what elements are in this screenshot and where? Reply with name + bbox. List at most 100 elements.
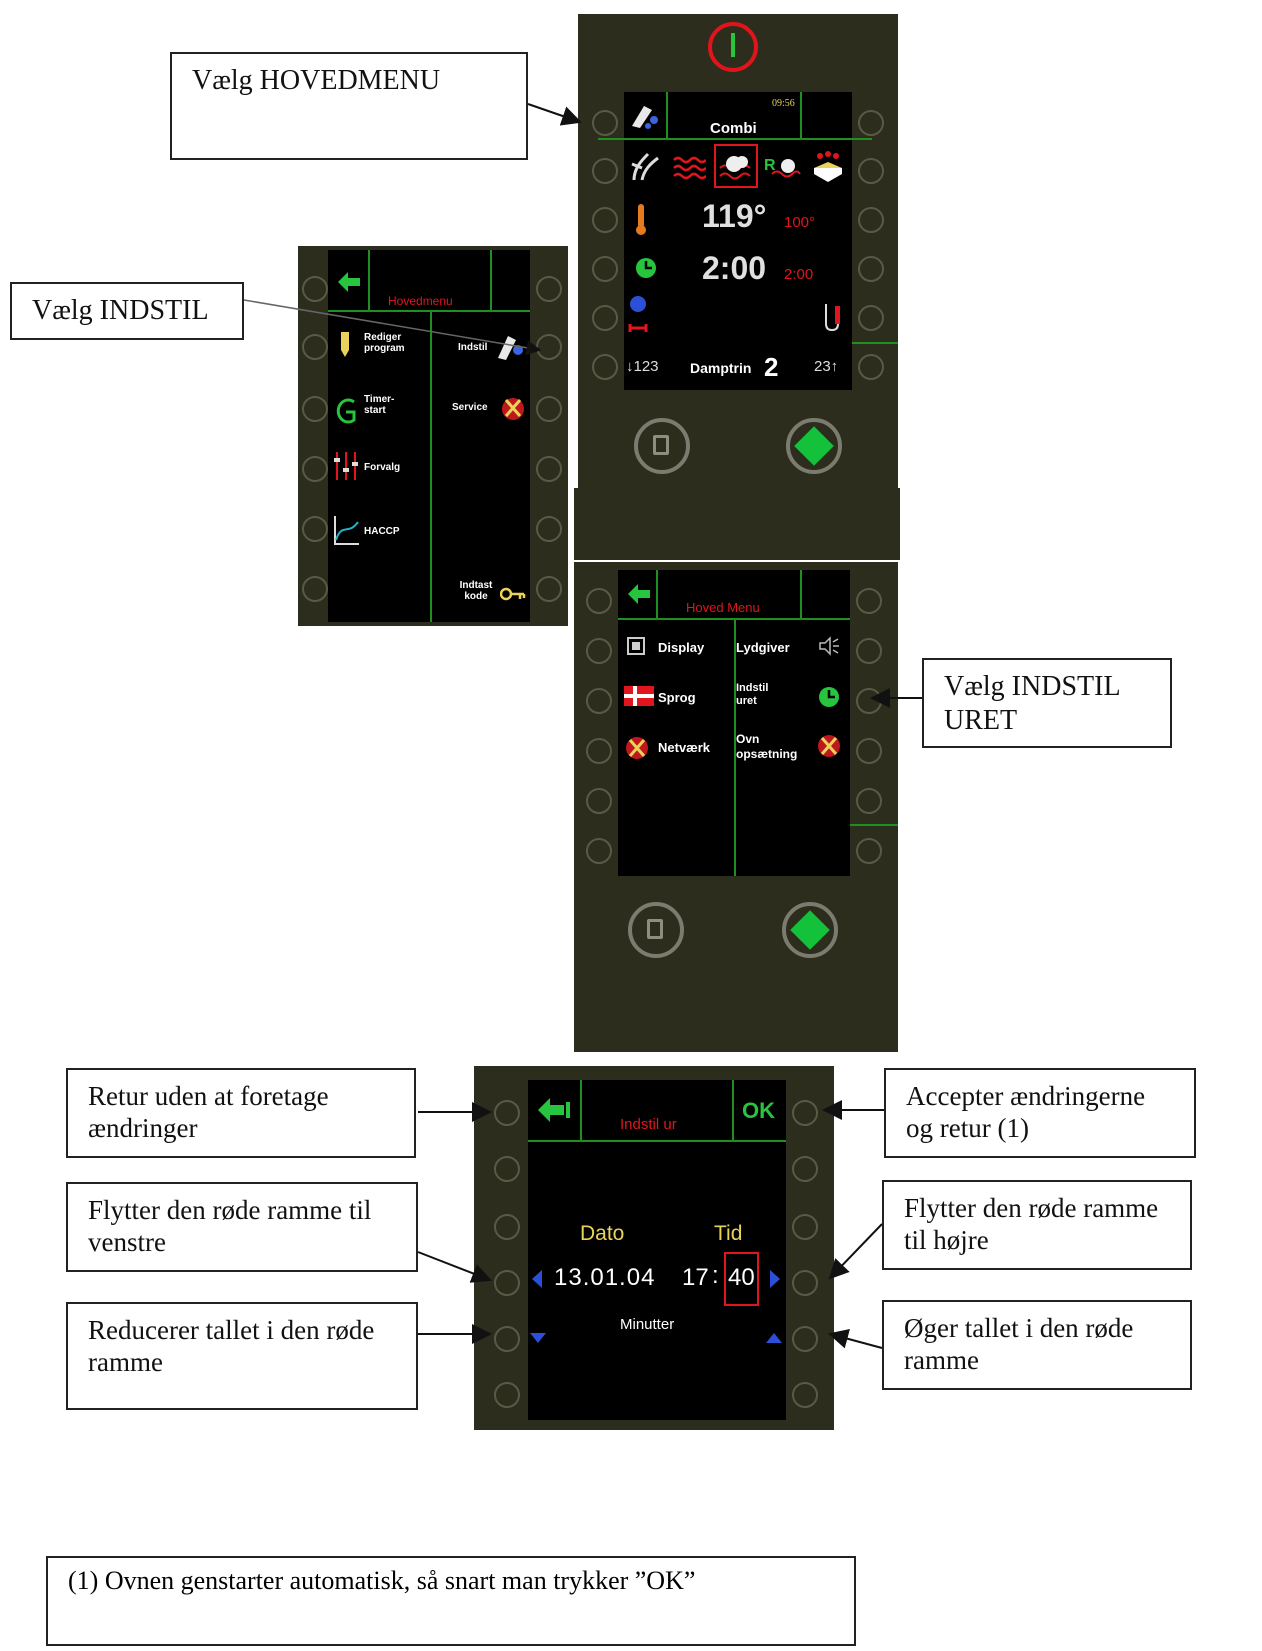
clock-left-button-5[interactable]: [494, 1326, 520, 1352]
move-left-arrow-icon: [532, 1270, 542, 1288]
clock-left-button-4[interactable]: [494, 1270, 520, 1296]
menu1-item-haccp[interactable]: HACCP: [364, 526, 400, 537]
menu1-left-button-3[interactable]: [302, 396, 328, 422]
menu1-left-button-4[interactable]: [302, 456, 328, 482]
menu2-left-button-2[interactable]: [586, 638, 612, 664]
menu1-left-button-5[interactable]: [302, 516, 328, 542]
menu1-left-button-6[interactable]: [302, 576, 328, 602]
service-tools-icon[interactable]: [500, 392, 526, 422]
menu2-left-button-4[interactable]: [586, 738, 612, 764]
clock-readout: 09:56: [772, 98, 795, 109]
side-button-left-5[interactable]: [592, 305, 618, 331]
menu2-right-button-6[interactable]: [856, 838, 882, 864]
menu2-left-button-1[interactable]: [586, 588, 612, 614]
fan-icon[interactable]: [628, 294, 650, 334]
side-button-left-1[interactable]: [592, 110, 618, 136]
clock-right-button-4[interactable]: [792, 1270, 818, 1296]
callout-flyt-venstre: Flytter den røde ramme til venstre: [66, 1182, 418, 1272]
time-setpoint[interactable]: 2:00: [784, 266, 814, 283]
key-icon[interactable]: [499, 586, 526, 602]
increase-arrow-icon: [766, 1330, 782, 1343]
side-button-left-2[interactable]: [592, 158, 618, 184]
callout-indstil-uret: Vælg INDSTIL URET: [922, 658, 1172, 748]
menu1-item-rediger-program[interactable]: Rediger program: [364, 332, 405, 354]
clock-left-button-3[interactable]: [494, 1214, 520, 1240]
side-button-left-3[interactable]: [592, 207, 618, 233]
menu2-item-sprog[interactable]: Sprog: [658, 690, 696, 705]
hot-air-fan-icon[interactable]: [628, 150, 664, 184]
menu2-right-button-1[interactable]: [856, 588, 882, 614]
temperature-setpoint[interactable]: 100°: [784, 214, 816, 231]
combi-screen: 09:56 Combi R 119° 100° 2:00 2:00 ↓123 D…: [624, 92, 852, 390]
back-arrow-icon[interactable]: [338, 272, 360, 292]
menu2-left-button-5[interactable]: [586, 788, 612, 814]
clock-left-button-2[interactable]: [494, 1156, 520, 1182]
callout-hovedmenu: Vælg HOVEDMENU: [170, 52, 528, 160]
side-button-right-1[interactable]: [858, 110, 884, 136]
side-button-right-3[interactable]: [858, 207, 884, 233]
side-button-right-6[interactable]: [858, 354, 884, 380]
core-probe-icon[interactable]: [822, 302, 844, 332]
menu1-item-forvalg[interactable]: Forvalg: [364, 462, 401, 473]
ok-label[interactable]: OK: [742, 1098, 775, 1123]
back-arrow-icon[interactable]: [628, 584, 650, 604]
clock-right-button-1[interactable]: [792, 1100, 818, 1126]
menu1-right-button-5[interactable]: [536, 516, 562, 542]
menu1-right-button-4[interactable]: [536, 456, 562, 482]
clock-right-button-6[interactable]: [792, 1382, 818, 1408]
steam-increase-label[interactable]: 23↑: [814, 358, 839, 375]
side-button-right-2[interactable]: [858, 158, 884, 184]
back-arrow-icon[interactable]: [538, 1098, 572, 1122]
menu1-item-service[interactable]: Service: [452, 402, 488, 413]
move-right-arrow-icon: [770, 1270, 780, 1288]
clock-left-button-6[interactable]: [494, 1382, 520, 1408]
menu1-right-button-3[interactable]: [536, 396, 562, 422]
display-icon: [626, 636, 646, 656]
baking-icon[interactable]: [810, 148, 846, 184]
menu2-item-lydgiver[interactable]: Lydgiver: [736, 640, 790, 655]
menu2-item-netvaerk[interactable]: Netværk: [658, 740, 711, 755]
start-button[interactable]: [782, 902, 838, 958]
menu1-right-button-6[interactable]: [536, 576, 562, 602]
menu1-item-indstil[interactable]: Indstil: [458, 342, 488, 353]
side-button-left-4[interactable]: [592, 256, 618, 282]
temperature-actual: 119°: [702, 198, 767, 234]
menu2-right-button-5[interactable]: [856, 788, 882, 814]
hand-icon[interactable]: [628, 100, 662, 130]
clock-right-button-5[interactable]: [792, 1326, 818, 1352]
menu2-item-display[interactable]: Display: [658, 640, 705, 655]
menu1-item-indtast-kode[interactable]: Indtast kode: [459, 580, 493, 602]
menu1-right-button-2[interactable]: [536, 334, 562, 360]
menu2-right-button-3[interactable]: [856, 688, 882, 714]
combi-steam-icon[interactable]: [714, 144, 758, 188]
clock-left-button-1[interactable]: [494, 1100, 520, 1126]
heat-waves-icon[interactable]: [672, 154, 707, 182]
side-button-right-4[interactable]: [858, 256, 884, 282]
program-button[interactable]: [628, 902, 684, 958]
settings-hand-icon[interactable]: [494, 328, 526, 362]
menu2-right-button-2[interactable]: [856, 638, 882, 664]
hour-value: 17: [682, 1264, 709, 1291]
steam-decrease-label[interactable]: ↓123: [626, 358, 659, 375]
menu2-right-button-4[interactable]: [856, 738, 882, 764]
menu1-left-button-1[interactable]: [302, 276, 328, 302]
menu1-title: Hovedmenu: [388, 294, 453, 308]
side-button-right-5[interactable]: [858, 305, 884, 331]
hoved-menu-screen: Hoved Menu Display Lydgiver Sprog Indsti…: [618, 570, 850, 876]
regenerate-icon[interactable]: R: [764, 152, 802, 184]
power-button[interactable]: [708, 22, 758, 72]
clock-right-button-2[interactable]: [792, 1156, 818, 1182]
start-button[interactable]: [786, 418, 842, 474]
menu2-left-button-6[interactable]: [586, 838, 612, 864]
menu1-left-button-2[interactable]: [302, 334, 328, 360]
side-button-left-6[interactable]: [592, 354, 618, 380]
clock-right-button-3[interactable]: [792, 1214, 818, 1240]
program-button[interactable]: [634, 418, 690, 474]
menu1-right-button-1[interactable]: [536, 276, 562, 302]
menu2-left-button-3[interactable]: [586, 688, 612, 714]
presets-sliders-icon: [332, 450, 360, 482]
menu1-item-timer-start[interactable]: Timer-start: [364, 394, 395, 416]
clock-icon: [818, 686, 840, 708]
